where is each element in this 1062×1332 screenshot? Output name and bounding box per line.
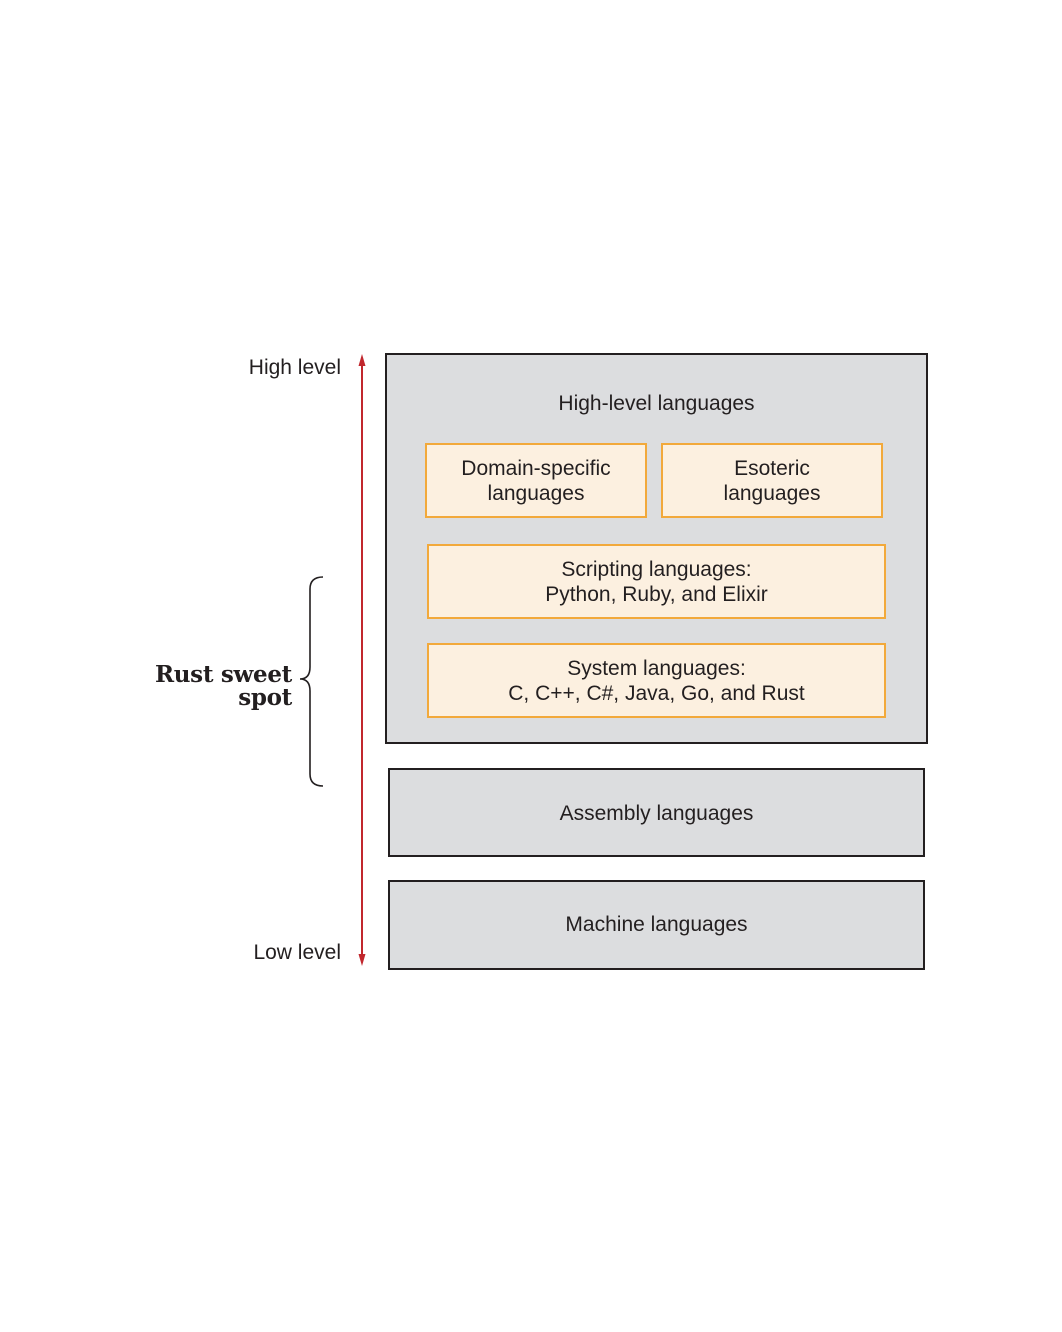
low-level-label: Low level <box>253 941 341 964</box>
domain-specific-line2: languages <box>487 481 585 505</box>
rust-sweet-spot-label: Rust sweet spot <box>154 661 292 711</box>
esoteric-languages-box: Esoteric languages <box>661 443 883 518</box>
domain-specific-languages-box: Domain-specific languages <box>425 443 647 518</box>
system-line2: C, C++, C#, Java, Go, and Rust <box>508 681 805 705</box>
esoteric-line2: languages <box>723 481 821 505</box>
esoteric-line1: Esoteric <box>734 456 810 480</box>
sweet-spot-brace <box>299 576 324 787</box>
scripting-languages-box: Scripting languages: Python, Ruby, and E… <box>427 544 886 619</box>
arrow-head-down <box>358 954 366 966</box>
assembly-languages-title: Assembly languages <box>559 802 754 825</box>
scripting-line2: Python, Ruby, and Elixir <box>545 582 768 606</box>
domain-specific-line1: Domain-specific <box>461 456 611 480</box>
system-languages-box: System languages: C, C++, C#, Java, Go, … <box>427 643 886 718</box>
level-axis-arrow <box>358 354 366 966</box>
system-line1: System languages: <box>567 656 746 680</box>
scripting-line1: Scripting languages: <box>561 557 752 581</box>
machine-languages-box <box>388 880 925 970</box>
arrow-head-up <box>358 354 366 366</box>
high-level-languages-title: High-level languages <box>558 392 755 415</box>
machine-languages-title: Machine languages <box>565 913 748 936</box>
high-level-label: High level <box>248 356 341 379</box>
assembly-languages-box <box>388 768 925 857</box>
